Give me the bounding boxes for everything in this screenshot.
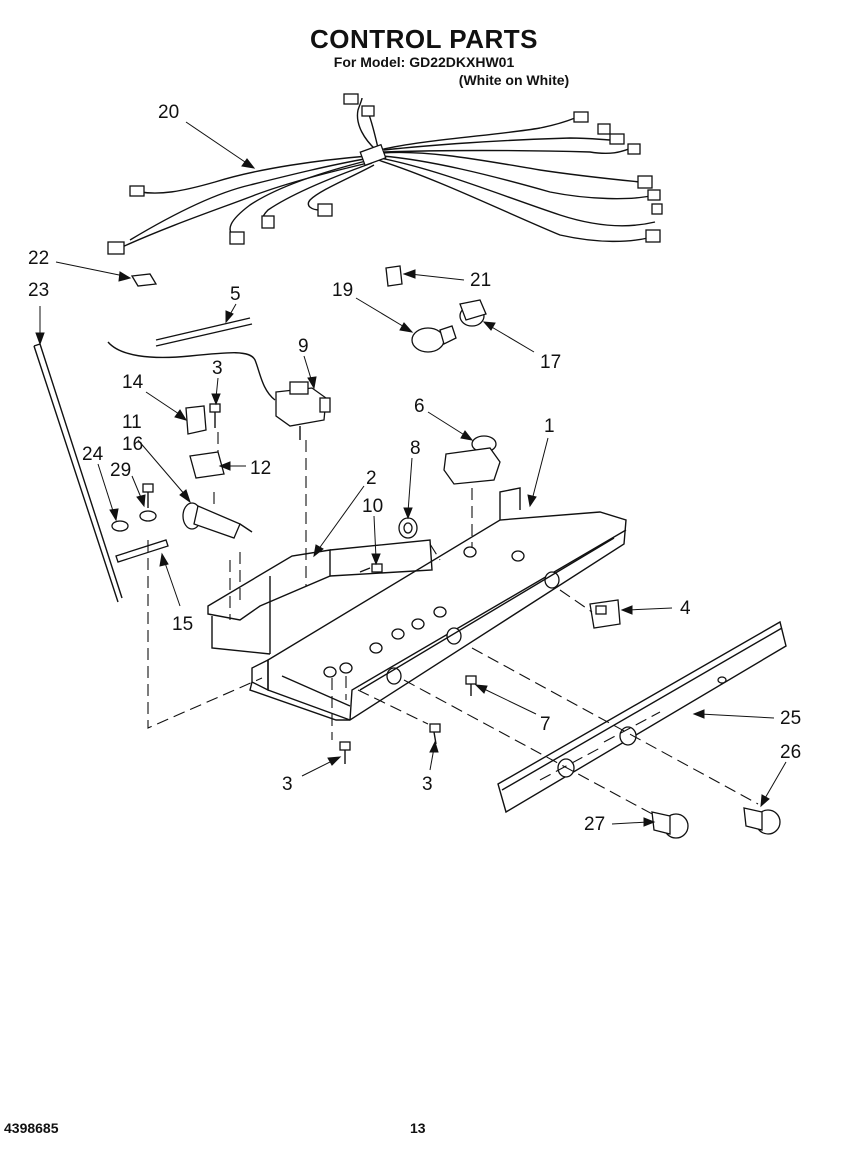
callout-8: 8 <box>410 438 421 459</box>
light-socket <box>459 299 487 327</box>
callout-2: 2 <box>366 468 377 489</box>
wire-clip <box>130 273 158 287</box>
control-knob <box>743 807 781 835</box>
light-switch <box>589 599 621 629</box>
callout-16: 16 <box>122 434 143 455</box>
link-arm <box>115 539 169 563</box>
callout-labels: 20 22 23 5 19 21 17 9 14 3 11 16 12 24 2… <box>28 102 801 835</box>
callout-23: 23 <box>28 280 49 301</box>
control-rod <box>33 343 123 603</box>
thermostat-shaft <box>182 502 253 539</box>
bulb-clip <box>385 265 403 287</box>
screw <box>465 675 477 696</box>
mounting-bracket <box>207 539 433 655</box>
washer <box>111 520 129 532</box>
screw <box>359 563 383 573</box>
callout-22: 22 <box>28 248 49 269</box>
callout-19: 19 <box>332 280 353 301</box>
washer <box>139 510 157 522</box>
callout-24: 24 <box>82 444 104 465</box>
page-title: CONTROL PARTS <box>310 24 538 54</box>
page-number: 13 <box>410 1120 426 1136</box>
callout-14: 14 <box>122 372 144 393</box>
callout-17: 17 <box>540 352 561 373</box>
callout-25: 25 <box>780 708 801 729</box>
callout-26: 26 <box>780 742 801 763</box>
callout-27: 27 <box>584 814 605 835</box>
document-number: 4398685 <box>4 1120 59 1136</box>
callout-1: 1 <box>544 416 555 437</box>
light-bulb <box>411 325 457 353</box>
callout-11: 11 <box>122 412 142 433</box>
screw <box>142 483 154 508</box>
screw <box>429 723 441 745</box>
defrost-timer <box>443 435 501 485</box>
callout-3-left: 3 <box>282 774 293 795</box>
wire-harness <box>107 93 663 255</box>
assembly-guides <box>147 432 759 817</box>
callout-6: 6 <box>414 396 425 417</box>
model-line: For Model: GD22DKXHW01 <box>333 54 515 70</box>
control-panel <box>497 620 787 814</box>
callout-20: 20 <box>158 102 179 123</box>
callout-10: 10 <box>362 496 383 517</box>
knob-bracket <box>189 451 225 479</box>
callout-29: 29 <box>110 460 131 481</box>
callout-12: 12 <box>250 458 271 479</box>
leader-lines <box>35 121 787 827</box>
screw <box>339 741 351 764</box>
callout-21: 21 <box>470 270 491 291</box>
color-line: (White on White) <box>458 72 570 88</box>
callout-3-mid: 3 <box>422 774 433 795</box>
grommet <box>398 517 418 539</box>
callout-15: 15 <box>172 614 193 635</box>
callout-4: 4 <box>680 598 691 619</box>
callout-7: 7 <box>540 714 551 735</box>
callout-3-upper: 3 <box>212 358 223 379</box>
callout-9: 9 <box>298 336 309 357</box>
control-housing <box>249 487 627 721</box>
bracket <box>185 405 207 435</box>
capillary-tube <box>107 317 276 401</box>
thermostat <box>275 381 331 440</box>
screw <box>209 403 221 428</box>
control-knob <box>651 811 689 839</box>
callout-5: 5 <box>230 284 241 305</box>
